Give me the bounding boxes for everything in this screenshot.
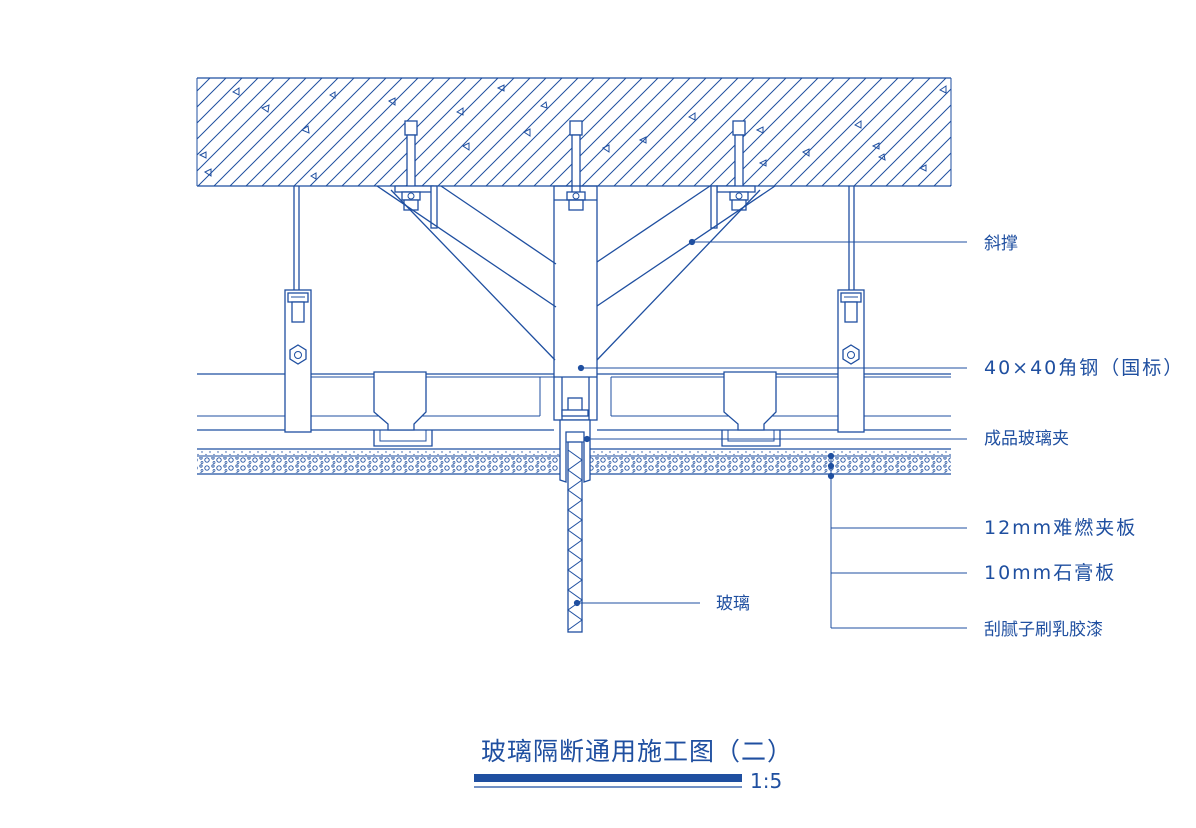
expansion-bolt-center <box>566 120 586 211</box>
keel-clip-right <box>721 371 781 447</box>
angle-steel-post <box>553 185 598 421</box>
label-gypsum-10mm: 10mm石膏板 <box>984 561 1116 584</box>
label-brace: 斜撑 <box>984 234 1018 254</box>
label-glass: 玻璃 <box>716 594 750 614</box>
label-board-12mm: 12mm难燃夹板 <box>984 517 1137 539</box>
title-underline-thick <box>474 774 742 782</box>
drawing-scale: 1:5 <box>750 769 782 793</box>
leaders <box>573 238 967 629</box>
label-angle-steel: 40×40角钢（国标） <box>984 357 1184 379</box>
label-glass-clip: 成品玻璃夹 <box>984 429 1069 449</box>
diagonal-braces <box>376 185 776 361</box>
keel-clip-left <box>373 371 433 447</box>
suspension-rod-right <box>837 186 865 433</box>
label-paint: 刮腻子刷乳胶漆 <box>984 620 1103 640</box>
drawing-title: 玻璃隔断通用施工图（二） <box>481 737 793 766</box>
glass-clip <box>559 419 591 483</box>
board-layers <box>197 448 951 475</box>
expansion-bolt-right <box>710 120 756 229</box>
glass-pane <box>567 441 583 633</box>
suspension-rod-left <box>284 186 312 433</box>
